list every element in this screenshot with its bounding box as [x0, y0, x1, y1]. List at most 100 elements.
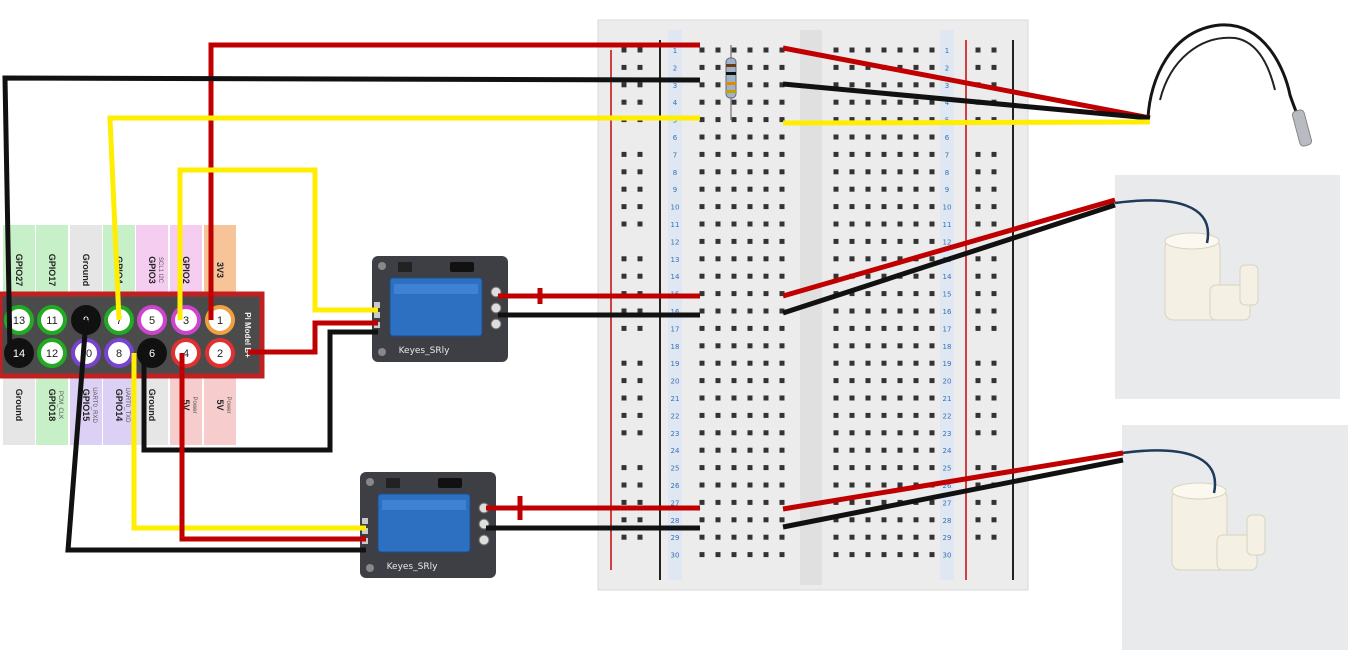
wire-black — [2, 75, 701, 354]
wire-yellow — [131, 353, 366, 531]
breadboard-hole — [897, 186, 903, 192]
breadboard-hole — [699, 534, 705, 540]
breadboard-hole — [991, 291, 997, 297]
column-number: 19 — [671, 360, 680, 368]
breadboard-hole — [929, 204, 935, 210]
breadboard-hole — [881, 517, 887, 523]
relay-diode — [450, 262, 474, 272]
breadboard-hole — [929, 499, 935, 505]
pin-number: 4 — [183, 348, 189, 360]
breadboard-hole — [731, 517, 737, 523]
column-number: 17 — [943, 325, 952, 333]
breadboard-hole — [897, 204, 903, 210]
pin-number: 12 — [46, 348, 58, 360]
breadboard-hole — [779, 64, 785, 70]
wire-yellow — [177, 167, 378, 320]
breadboard-hole — [747, 412, 753, 418]
breadboard-hole — [747, 221, 753, 227]
breadboard-hole — [779, 99, 785, 105]
breadboard-hole — [991, 221, 997, 227]
breadboard-hole — [621, 151, 627, 157]
pump-top — [1171, 482, 1227, 500]
pin-number: 11 — [46, 315, 57, 327]
column-number: 3 — [945, 82, 949, 90]
breadboard-hole — [865, 64, 871, 70]
breadboard-hole — [849, 412, 855, 418]
breadboard-hole — [621, 64, 627, 70]
pin-name: GPIO18 — [47, 389, 57, 422]
breadboard-hole — [621, 395, 627, 401]
breadboard-hole — [849, 117, 855, 123]
breadboard-hole — [913, 169, 919, 175]
breadboard-hole — [849, 99, 855, 105]
breadboard-hole — [881, 412, 887, 418]
breadboard-hole — [779, 82, 785, 88]
breadboard-hole — [833, 360, 839, 366]
breadboard-hole — [699, 47, 705, 53]
pin-name: GPIO14 — [114, 389, 124, 422]
breadboard-hole — [621, 82, 627, 88]
column-number: 4 — [673, 99, 678, 107]
breadboard-hole — [975, 360, 981, 366]
breadboard-hole — [865, 256, 871, 262]
breadboard-hole — [913, 238, 919, 244]
column-number: 11 — [671, 221, 680, 229]
breadboard-hole — [849, 482, 855, 488]
breadboard-hole — [637, 499, 643, 505]
pin-name: Ground — [147, 389, 157, 422]
breadboard-hole — [715, 169, 721, 175]
breadboard-hole — [715, 151, 721, 157]
breadboard-hole — [637, 482, 643, 488]
column-number: 6 — [945, 134, 950, 142]
relay-pin — [374, 312, 380, 318]
breadboard-hole — [747, 552, 753, 558]
breadboard-hole — [779, 238, 785, 244]
breadboard-hole — [731, 465, 737, 471]
breadboard-hole — [637, 308, 643, 314]
breadboard-hole — [991, 499, 997, 505]
column-number: 7 — [673, 151, 677, 159]
breadboard-hole — [731, 151, 737, 157]
gpio-pin — [137, 305, 167, 335]
breadboard-hole — [991, 273, 997, 279]
breadboard-hole — [699, 204, 705, 210]
breadboard-hole — [881, 552, 887, 558]
column-number: 22 — [943, 412, 952, 420]
breadboard-hole — [731, 378, 737, 384]
breadboard-hole — [849, 343, 855, 349]
breadboard-hole — [699, 482, 705, 488]
breadboard-hole — [865, 499, 871, 505]
pin-number: 1 — [217, 315, 223, 327]
column-number: 2 — [673, 64, 677, 72]
pin-label-bg — [136, 375, 168, 445]
pin-label-bg — [70, 225, 102, 297]
breadboard-hole — [747, 395, 753, 401]
pin-label-top: GPIO27 — [14, 254, 24, 287]
breadboard-hole — [779, 186, 785, 192]
breadboard-hole — [621, 325, 627, 331]
wire-red — [782, 45, 1151, 121]
breadboard-hole — [975, 430, 981, 436]
breadboard-hole — [833, 412, 839, 418]
pin-number: 13 — [13, 315, 25, 327]
column-number: 9 — [673, 186, 677, 194]
breadboard-hole — [881, 291, 887, 297]
breadboard-hole — [699, 169, 705, 175]
breadboard-hole — [833, 186, 839, 192]
breadboard-hole — [897, 395, 903, 401]
breadboard-hole — [865, 308, 871, 314]
wire-red — [208, 42, 700, 320]
breadboard-hole — [715, 343, 721, 349]
breadboard-hole — [929, 273, 935, 279]
breadboard-hole — [975, 64, 981, 70]
breadboard-hole — [699, 117, 705, 123]
breadboard-hole — [715, 238, 721, 244]
breadboard-hole — [975, 186, 981, 192]
breadboard-hole — [897, 482, 903, 488]
breadboard-hole — [865, 395, 871, 401]
column-number: 8 — [945, 169, 949, 177]
breadboard-hole — [881, 534, 887, 540]
breadboard-hole — [763, 134, 769, 140]
column-number: 1 — [945, 47, 949, 55]
